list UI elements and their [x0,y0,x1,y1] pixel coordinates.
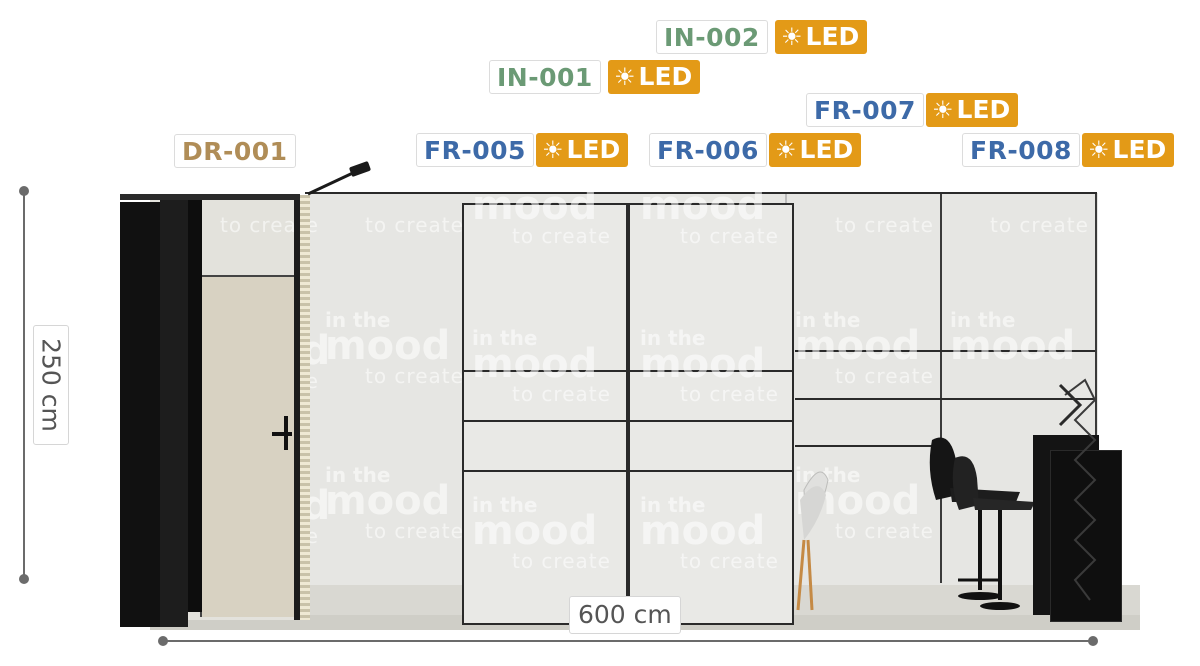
sun-icon: ☀ [775,136,797,164]
watermark: to create [220,213,319,237]
tag-fr-007[interactable]: FR-007 [806,93,924,127]
sun-icon: ☀ [781,23,803,51]
door [200,275,296,617]
tag-in-001[interactable]: IN-001 [489,60,601,94]
wall-divider [940,193,942,583]
tag-fr-005[interactable]: FR-005 [416,133,534,167]
side-wall [120,202,160,627]
tag-fr-008[interactable]: FR-008 [962,133,1080,167]
dimension-endpoint [19,186,29,196]
front-panel-fr-005 [462,203,628,625]
dimension-endpoint [158,636,168,646]
wall-divider [795,445,940,447]
door-handle [272,432,292,436]
width-dimension-label: 600 cm [569,596,681,634]
sun-icon: ☀ [614,63,636,91]
tag-in-002[interactable]: IN-002 [656,20,768,54]
led-badge[interactable]: ☀LED [775,20,868,54]
wall-top [305,192,1097,194]
door-handle [284,416,288,450]
panel-seam [462,370,794,372]
dimension-endpoint [19,574,29,584]
side-wall [188,200,202,612]
height-dimension-label: 250 cm [33,325,69,445]
watermark: to create [990,213,1089,237]
dimension-endpoint [1088,636,1098,646]
side-wall-top [120,194,300,200]
bar-stool [952,456,1035,610]
led-badge[interactable]: ☀LED [1082,133,1175,167]
watermark: to create [365,213,464,237]
front-panel-fr-006 [628,203,794,625]
wall-divider [795,350,1095,352]
sun-icon: ☀ [542,136,564,164]
sun-icon: ☀ [1088,136,1110,164]
wall-divider [1095,193,1097,613]
wall-divider [795,398,1095,400]
led-badge[interactable]: ☀LED [608,60,701,94]
panel-seam [462,470,794,472]
led-badge[interactable]: ☀LED [536,133,629,167]
display-stand [1058,378,1097,601]
chair-white [796,471,829,611]
panel-seam [462,420,794,422]
led-badge[interactable]: ☀LED [769,133,862,167]
watermark: to create [835,213,934,237]
width-dimension-line [163,640,1093,642]
spotlight [307,161,371,196]
tag-fr-006[interactable]: FR-006 [649,133,767,167]
sun-icon: ☀ [932,96,954,124]
height-dimension-line [23,190,25,580]
led-badge[interactable]: ☀LED [926,93,1019,127]
side-wall [160,196,188,627]
post [294,195,300,620]
tag-dr-001[interactable]: DR-001 [174,134,296,168]
